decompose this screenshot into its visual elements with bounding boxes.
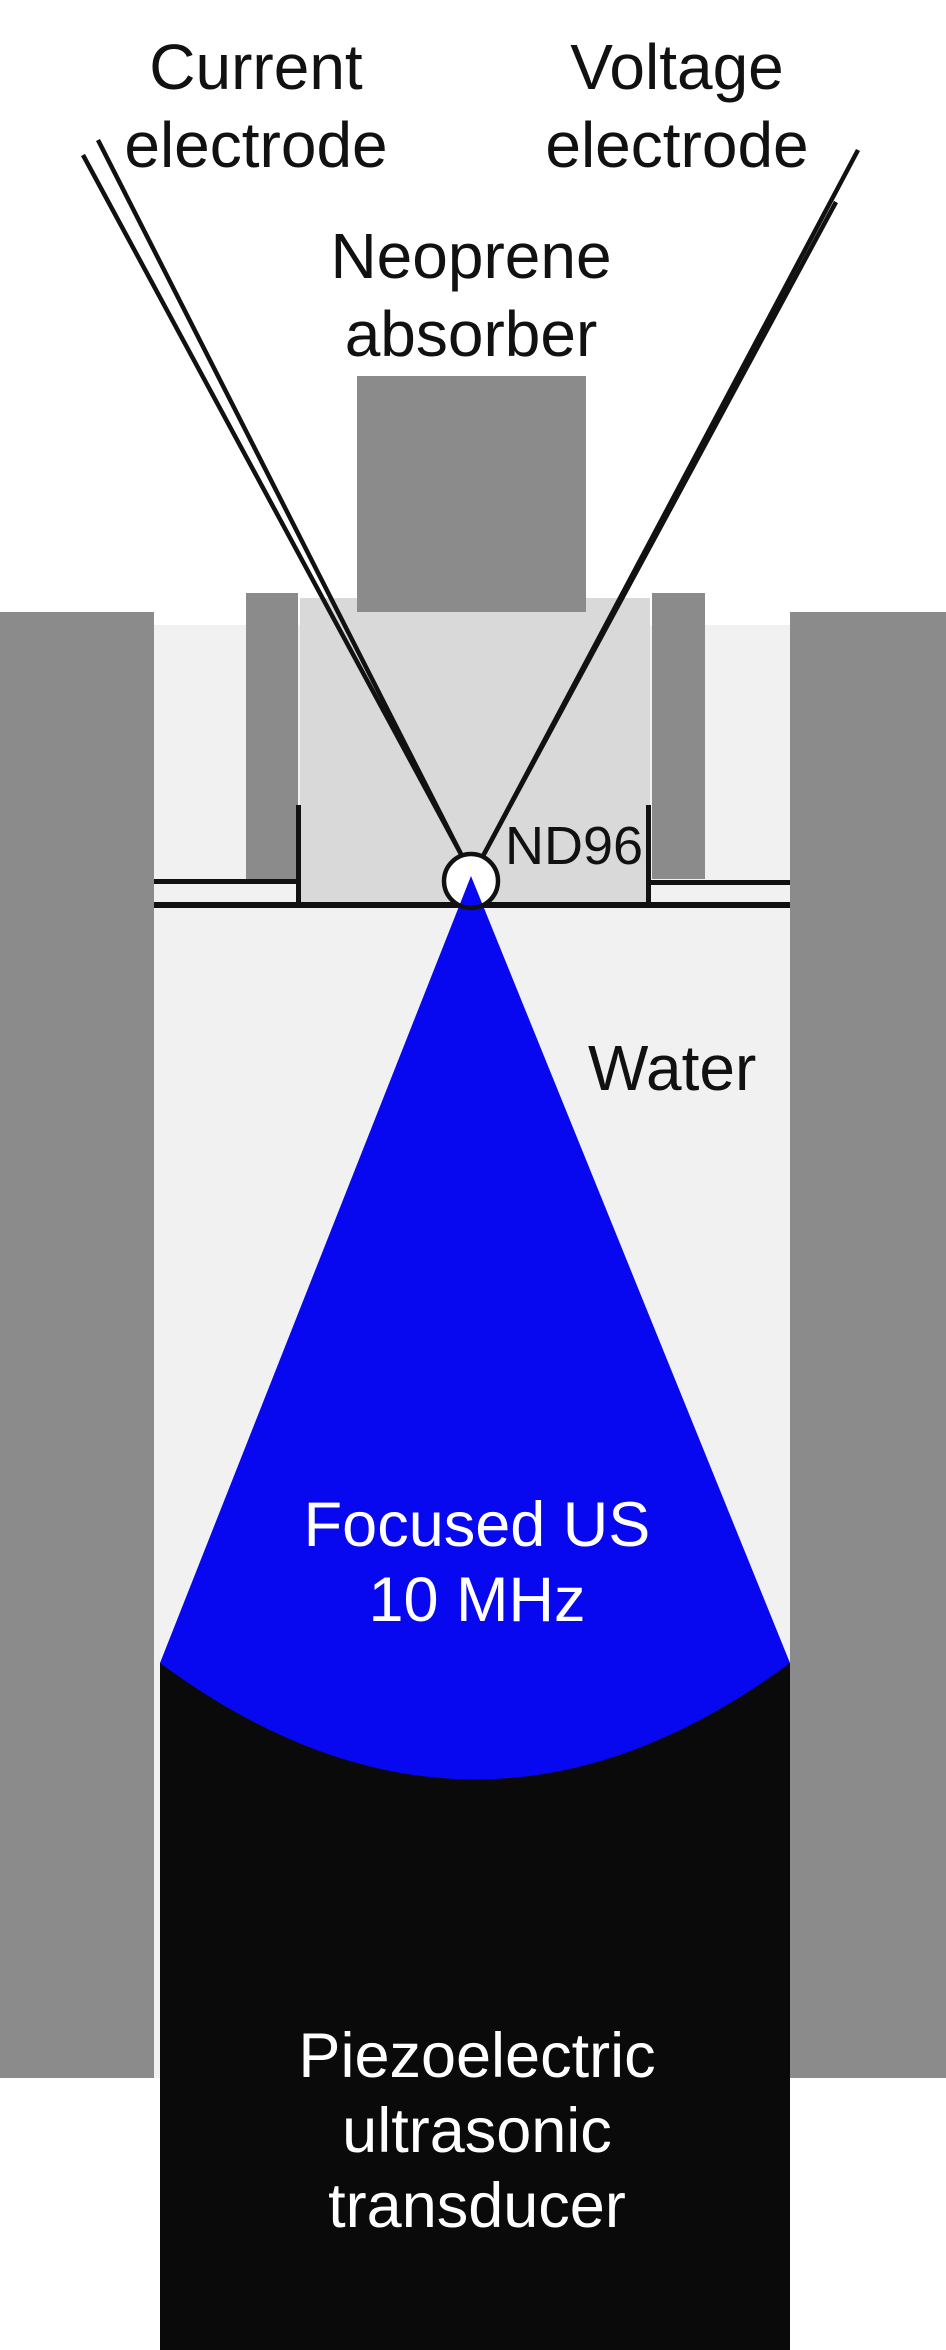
current-electrode-label: Current electrode <box>124 28 387 184</box>
current-electrode-needle-inner <box>95 138 465 858</box>
nd96-label: ND96 <box>505 816 644 876</box>
shelf-line-upper-left <box>154 879 300 884</box>
neoprene-absorber-label-line1: Neoprene <box>330 220 612 292</box>
tank-wall-right <box>790 612 946 2078</box>
ultrasound-beam-cone <box>160 876 790 1780</box>
focused-us-label-line1: Focused US <box>303 1490 651 1560</box>
current-electrode-needle-outer <box>81 153 464 858</box>
voltage-electrode-label: Voltage electrode <box>545 28 808 184</box>
tank-wall-left <box>0 612 154 2078</box>
voltage-electrode-label-line1: Voltage <box>570 31 784 103</box>
focused-us-label: Focused US 10 MHz <box>304 1488 651 1638</box>
transducer-label-line3: transducer <box>328 2171 626 2241</box>
water-label: Water <box>588 1032 757 1104</box>
neoprene-absorber-label: Neoprene absorber <box>330 217 611 373</box>
current-electrode-label-line2: electrode <box>124 109 388 181</box>
focused-us-label-line2: 10 MHz <box>368 1565 586 1635</box>
voltage-electrode-needle-inner <box>481 200 838 858</box>
neoprene-absorber-label-line2: absorber <box>344 298 598 370</box>
shelf-line-upper-right <box>651 880 790 885</box>
transducer-label-line2: ultrasonic <box>342 2096 612 2166</box>
chamber-post-left <box>246 593 298 879</box>
chamber-wall-line-right <box>646 805 651 908</box>
chamber-post-right <box>652 593 705 879</box>
oocyte-outline <box>441 851 501 911</box>
voltage-electrode-label-line2: electrode <box>545 109 809 181</box>
transducer-label: Piezoelectric ultrasonic transducer <box>298 2019 655 2244</box>
transducer-label-line1: Piezoelectric <box>298 2021 656 2091</box>
neoprene-absorber-block <box>357 376 586 612</box>
current-electrode-label-line1: Current <box>149 31 363 103</box>
chamber-wall-line-left <box>296 805 301 908</box>
